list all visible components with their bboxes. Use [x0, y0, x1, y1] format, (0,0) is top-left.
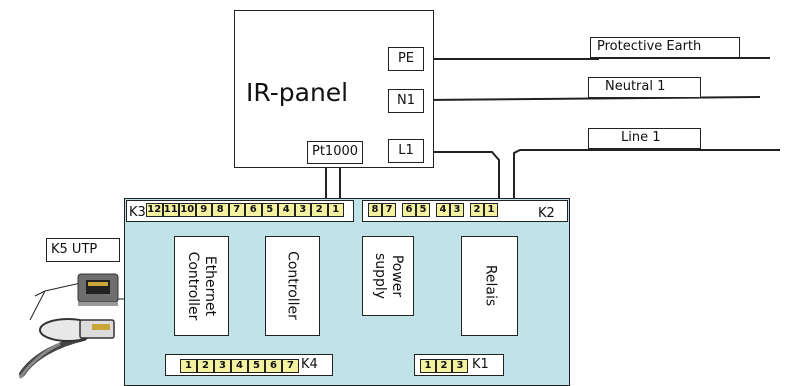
ir-panel-title: IR-panel [246, 78, 349, 107]
k2-pin-7: 7 [382, 203, 396, 217]
k4-pin-7: 7 [282, 359, 299, 373]
k4-pin-5: 5 [248, 359, 265, 373]
k4-pin-2: 2 [197, 359, 214, 373]
utp-cable-line-2 [29, 290, 46, 321]
power-supply-module [362, 236, 414, 316]
k4-pin-1: 1 [180, 359, 197, 373]
k5-utp-label: K5 UTP [46, 238, 120, 262]
k3-pin-9: 9 [195, 203, 212, 217]
k1-pin-1: 1 [420, 359, 436, 373]
relais-module [461, 236, 518, 336]
controller-module [265, 236, 320, 336]
k3-pin-1: 1 [327, 203, 344, 217]
neutral-wire [424, 96, 761, 101]
k2-label: K2 [538, 206, 555, 221]
k3-pin-11: 11 [162, 203, 179, 217]
k3-pin-5: 5 [261, 203, 278, 217]
k3-pin-2: 2 [311, 203, 328, 217]
k4-pin-6: 6 [265, 359, 282, 373]
power-supply-label: Power supply [372, 252, 405, 300]
line-label: Line 1 [588, 128, 701, 149]
k2-pin-8: 8 [368, 203, 382, 217]
l1-wire-b [513, 149, 780, 203]
relais-label: Relais [482, 264, 499, 307]
protective-earth-label: Protective Earth [590, 37, 740, 58]
k2-pin-2: 2 [470, 203, 484, 217]
k3-pin-7: 7 [228, 203, 245, 217]
neutral-label: Neutral 1 [588, 77, 701, 98]
l1-terminal: L1 [388, 139, 424, 163]
k2-pin-6: 6 [402, 203, 416, 217]
k3-label: K3 [129, 205, 146, 220]
pe-terminal: PE [388, 47, 424, 71]
l1-wire-a [425, 151, 500, 203]
k4-pin-4: 4 [231, 359, 248, 373]
k1-label: K1 [472, 357, 489, 372]
k3-pin-3: 3 [294, 203, 311, 217]
k2-pin-5: 5 [416, 203, 430, 217]
k4-pin-3: 3 [214, 359, 231, 373]
k3-pin-12: 12 [146, 203, 163, 217]
controller-label: Controller [284, 251, 301, 320]
k1-pin-2: 2 [436, 359, 452, 373]
ethernet-controller-module [174, 236, 229, 336]
pt1000-terminal: Pt1000 [307, 141, 363, 164]
k3-pin-10: 10 [179, 203, 196, 217]
rj45-jack-icon [77, 273, 119, 306]
k3-pin-8: 8 [212, 203, 229, 217]
k2-pin-4: 4 [436, 203, 450, 217]
k1-pin-3: 3 [452, 359, 468, 373]
k2-pin-1: 1 [484, 203, 498, 217]
utp-cable-plug-icon [18, 318, 115, 379]
ethernet-controller-label: Ethernet Controller [185, 251, 218, 321]
k4-label: K4 [301, 357, 318, 372]
k3-pin-6: 6 [245, 203, 262, 217]
pe-wire [425, 57, 770, 60]
k3-pin-4: 4 [278, 203, 295, 217]
n1-terminal: N1 [388, 89, 424, 113]
k2-pin-3: 3 [450, 203, 464, 217]
